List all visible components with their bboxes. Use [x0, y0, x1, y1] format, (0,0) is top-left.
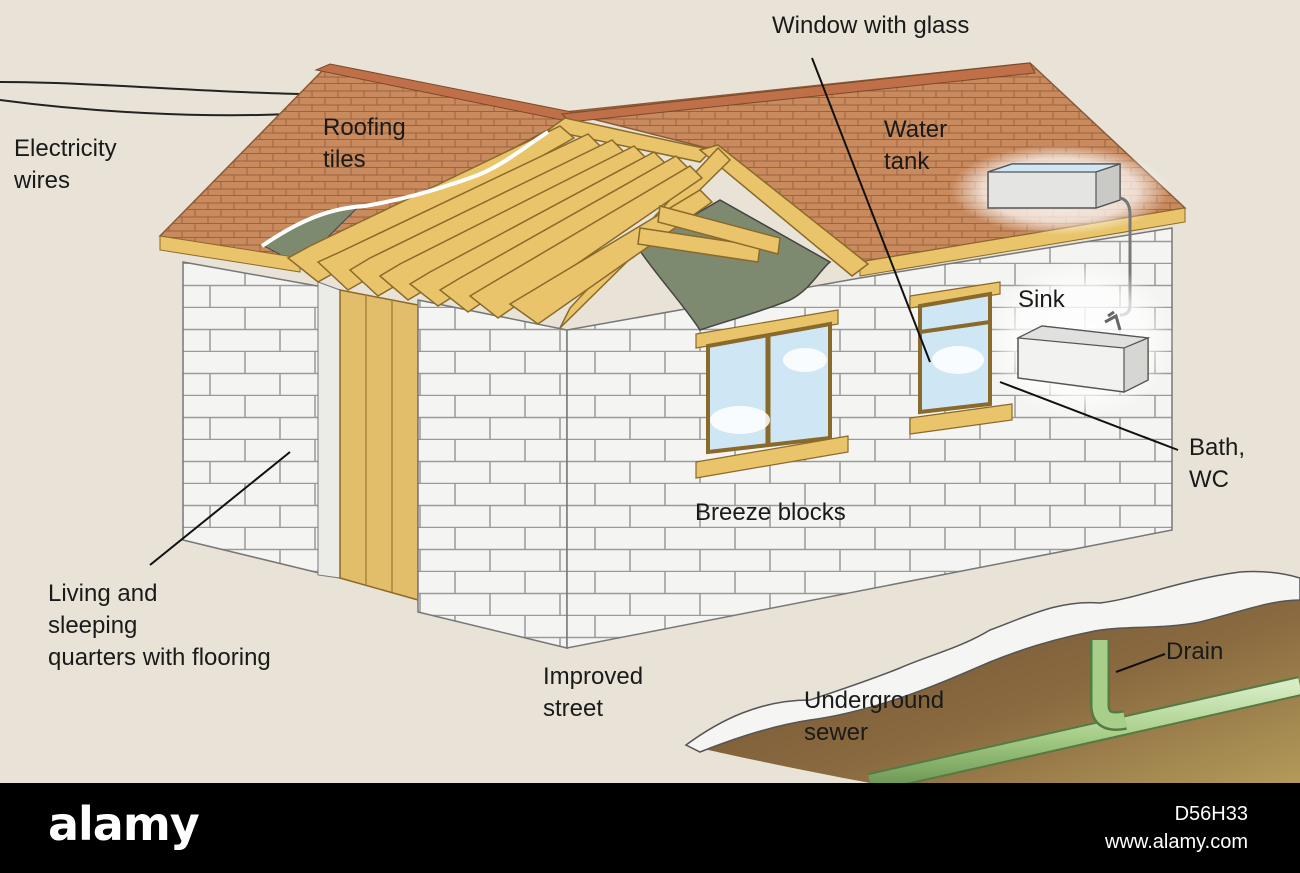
- left-wall: [182, 261, 341, 579]
- label-roofing-line1: Roofing: [323, 114, 406, 141]
- label-electricity-line2: wires: [14, 167, 71, 194]
- label-bath-line2: WC: [1189, 466, 1229, 493]
- label-water-line1: Water: [884, 116, 948, 143]
- label-underground-sewer: Underground sewer: [804, 685, 944, 749]
- label-street-line2: street: [543, 695, 604, 722]
- label-living-line1: Living and: [48, 580, 158, 607]
- electricity-wires: [0, 81, 301, 117]
- label-improved-street: Improved street: [543, 661, 643, 725]
- label-roofing-line2: tiles: [323, 146, 366, 173]
- label-breeze-blocks: Breeze blocks: [695, 499, 846, 526]
- label-water-tank: Water tank: [884, 114, 947, 178]
- alamy-logo: alamy: [48, 797, 200, 851]
- label-bath-line1: Bath,: [1189, 434, 1246, 461]
- label-bath-wc: Bath, WC: [1189, 432, 1245, 496]
- house-illustration: [0, 57, 1300, 783]
- label-sewer-line1: Underground: [804, 687, 945, 714]
- timber-rafters: [286, 117, 870, 329]
- door: [339, 289, 419, 601]
- label-living-quarters: Living and sleeping quarters with floori…: [48, 578, 271, 674]
- label-window-with-glass: Window with glass: [772, 12, 970, 39]
- water-tank: [950, 145, 1170, 317]
- leader-lines: [149, 57, 1179, 673]
- front-wall-left: [317, 281, 341, 579]
- front-wall: [417, 299, 568, 649]
- label-drain: Drain: [1166, 638, 1224, 665]
- label-water-line2: tank: [884, 148, 930, 175]
- sink: [985, 260, 1175, 420]
- label-street-line1: Improved: [543, 663, 644, 690]
- watermark-footer: alamy D56H33 www.alamy.com: [0, 783, 1300, 873]
- label-living-line3: quarters with flooring: [48, 644, 271, 671]
- label-sewer-line2: sewer: [804, 719, 869, 746]
- image-id: D56H33: [1174, 803, 1248, 825]
- label-electricity-line1: Electricity: [14, 135, 117, 162]
- label-sink: Sink: [1018, 286, 1065, 313]
- window-large: [695, 309, 849, 479]
- watermark-url: www.alamy.com: [1105, 831, 1248, 853]
- label-roofing-tiles: Roofing tiles: [323, 112, 406, 176]
- underground-sewer: [684, 570, 1300, 783]
- label-electricity-wires: Electricity wires: [14, 133, 117, 197]
- attic-insulation: [636, 199, 832, 331]
- label-living-line2: sleeping: [48, 612, 138, 639]
- window-small: [909, 281, 1013, 435]
